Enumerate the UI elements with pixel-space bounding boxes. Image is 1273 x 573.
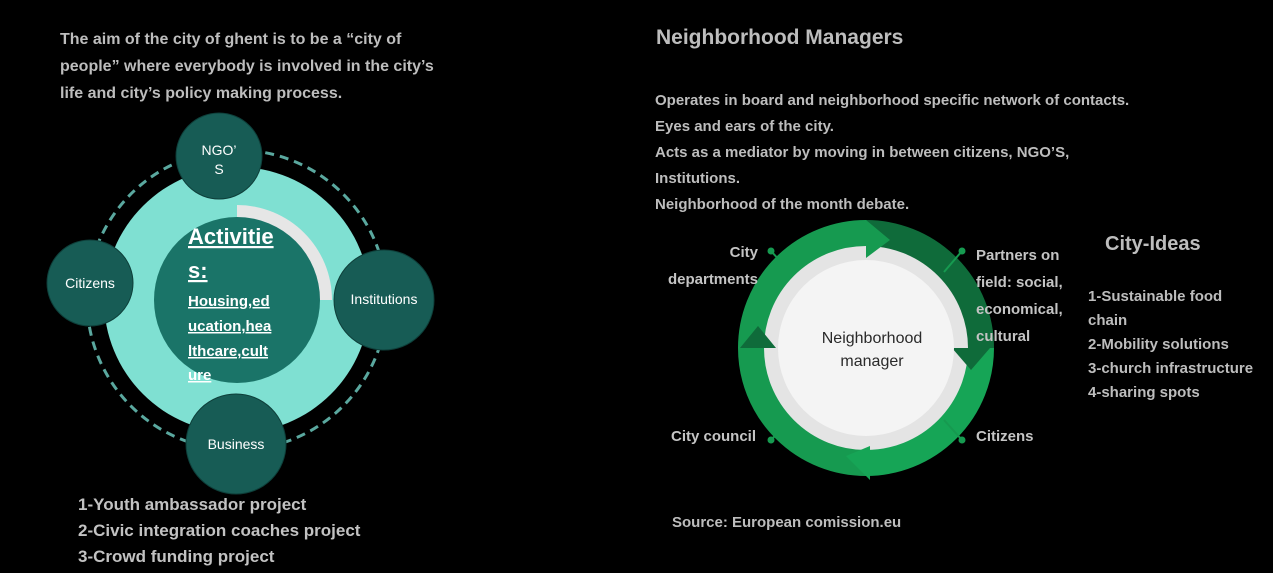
node-ngos-label: NGO’ — [202, 142, 237, 158]
project-item: 1-Youth ambassador project — [78, 495, 307, 514]
connector-dot — [958, 247, 966, 255]
label-partners: economical, — [976, 301, 1063, 318]
label-partners: field: social, — [976, 274, 1063, 291]
intro-text: The aim of the city of ghent is to be a … — [60, 26, 470, 107]
city-idea-item: chain — [1088, 312, 1128, 329]
label-partners: Partners on — [976, 247, 1059, 264]
cycle-inner-disk — [778, 260, 954, 436]
connector-dot — [767, 247, 775, 255]
project-item: 3-Crowd funding project — [78, 547, 275, 566]
label-partners: cultural — [976, 328, 1030, 345]
node-business-label: Business — [208, 436, 265, 452]
cycle-segment-bottom-right — [865, 347, 994, 476]
neighborhood-cycle: Neighborhood manager City departments Pa… — [668, 220, 1063, 480]
description-block: Operates in board and neighborhood speci… — [655, 88, 1225, 218]
node-citizens-label: Citizens — [65, 275, 115, 291]
node-institutions-label: Institutions — [351, 291, 418, 307]
cycle-segment-bottom-left — [738, 347, 867, 476]
label-city-departments: City — [730, 244, 759, 261]
city-ideas-list: 1-Sustainable food chain 2-Mobility solu… — [1088, 285, 1253, 405]
center-line: ucation,hea — [188, 318, 272, 335]
description-line: Operates in board and neighborhood speci… — [655, 92, 1130, 109]
center-line: ure — [188, 367, 211, 384]
intro-line: The aim of the city of ghent is to be a … — [60, 31, 402, 48]
node-institutions: Institutions — [333, 249, 435, 351]
node-citizens: Citizens — [46, 239, 134, 327]
cycle-center-line: Neighborhood — [822, 330, 923, 347]
city-idea-item: 3-church infrastructure — [1088, 360, 1254, 377]
center-line: lthcare,cult — [188, 343, 268, 360]
intro-line: people” where everybody is involved in t… — [60, 58, 434, 75]
connector-dot — [958, 436, 966, 444]
node-business: Business — [185, 393, 287, 495]
connector-dot — [767, 436, 775, 444]
label-city-council: City council — [671, 428, 756, 445]
source-citation: Source: European comission.eu — [672, 514, 902, 531]
cycle-center-line: manager — [840, 353, 904, 370]
description-line: Institutions. — [655, 170, 740, 187]
center-line: s: — [188, 258, 208, 283]
intro-line: life and city’s policy making process. — [60, 85, 343, 102]
description-line: Neighborhood of the month debate. — [655, 196, 910, 213]
city-idea-item: 4-sharing spots — [1088, 384, 1200, 401]
node-ngos-label: S — [214, 161, 223, 177]
projects-list: 1-Youth ambassador project 2-Civic integ… — [78, 492, 360, 570]
node-ngos: NGO’ S — [175, 112, 263, 200]
activities-center-circle — [154, 217, 320, 383]
label-city-departments: departments — [668, 271, 758, 288]
arrow-right-icon — [952, 348, 990, 370]
city-idea-item: 2-Mobility solutions — [1088, 336, 1229, 353]
arrow-bottom-icon — [846, 446, 870, 480]
center-line: Housing,ed — [188, 293, 270, 310]
arrow-left-icon — [740, 326, 776, 348]
section-title: Neighborhood Managers — [656, 26, 904, 49]
center-line: Activitie — [188, 224, 274, 249]
description-line: Eyes and ears of the city. — [655, 118, 834, 135]
city-ideas-title: City-Ideas — [1105, 233, 1201, 255]
label-citizens: Citizens — [976, 428, 1034, 445]
city-idea-item: 1-Sustainable food — [1088, 288, 1223, 305]
project-item: 2-Civic integration coaches project — [78, 521, 361, 540]
arrow-top-icon — [866, 220, 890, 258]
description-line: Acts as a mediator by moving in between … — [655, 144, 1070, 161]
